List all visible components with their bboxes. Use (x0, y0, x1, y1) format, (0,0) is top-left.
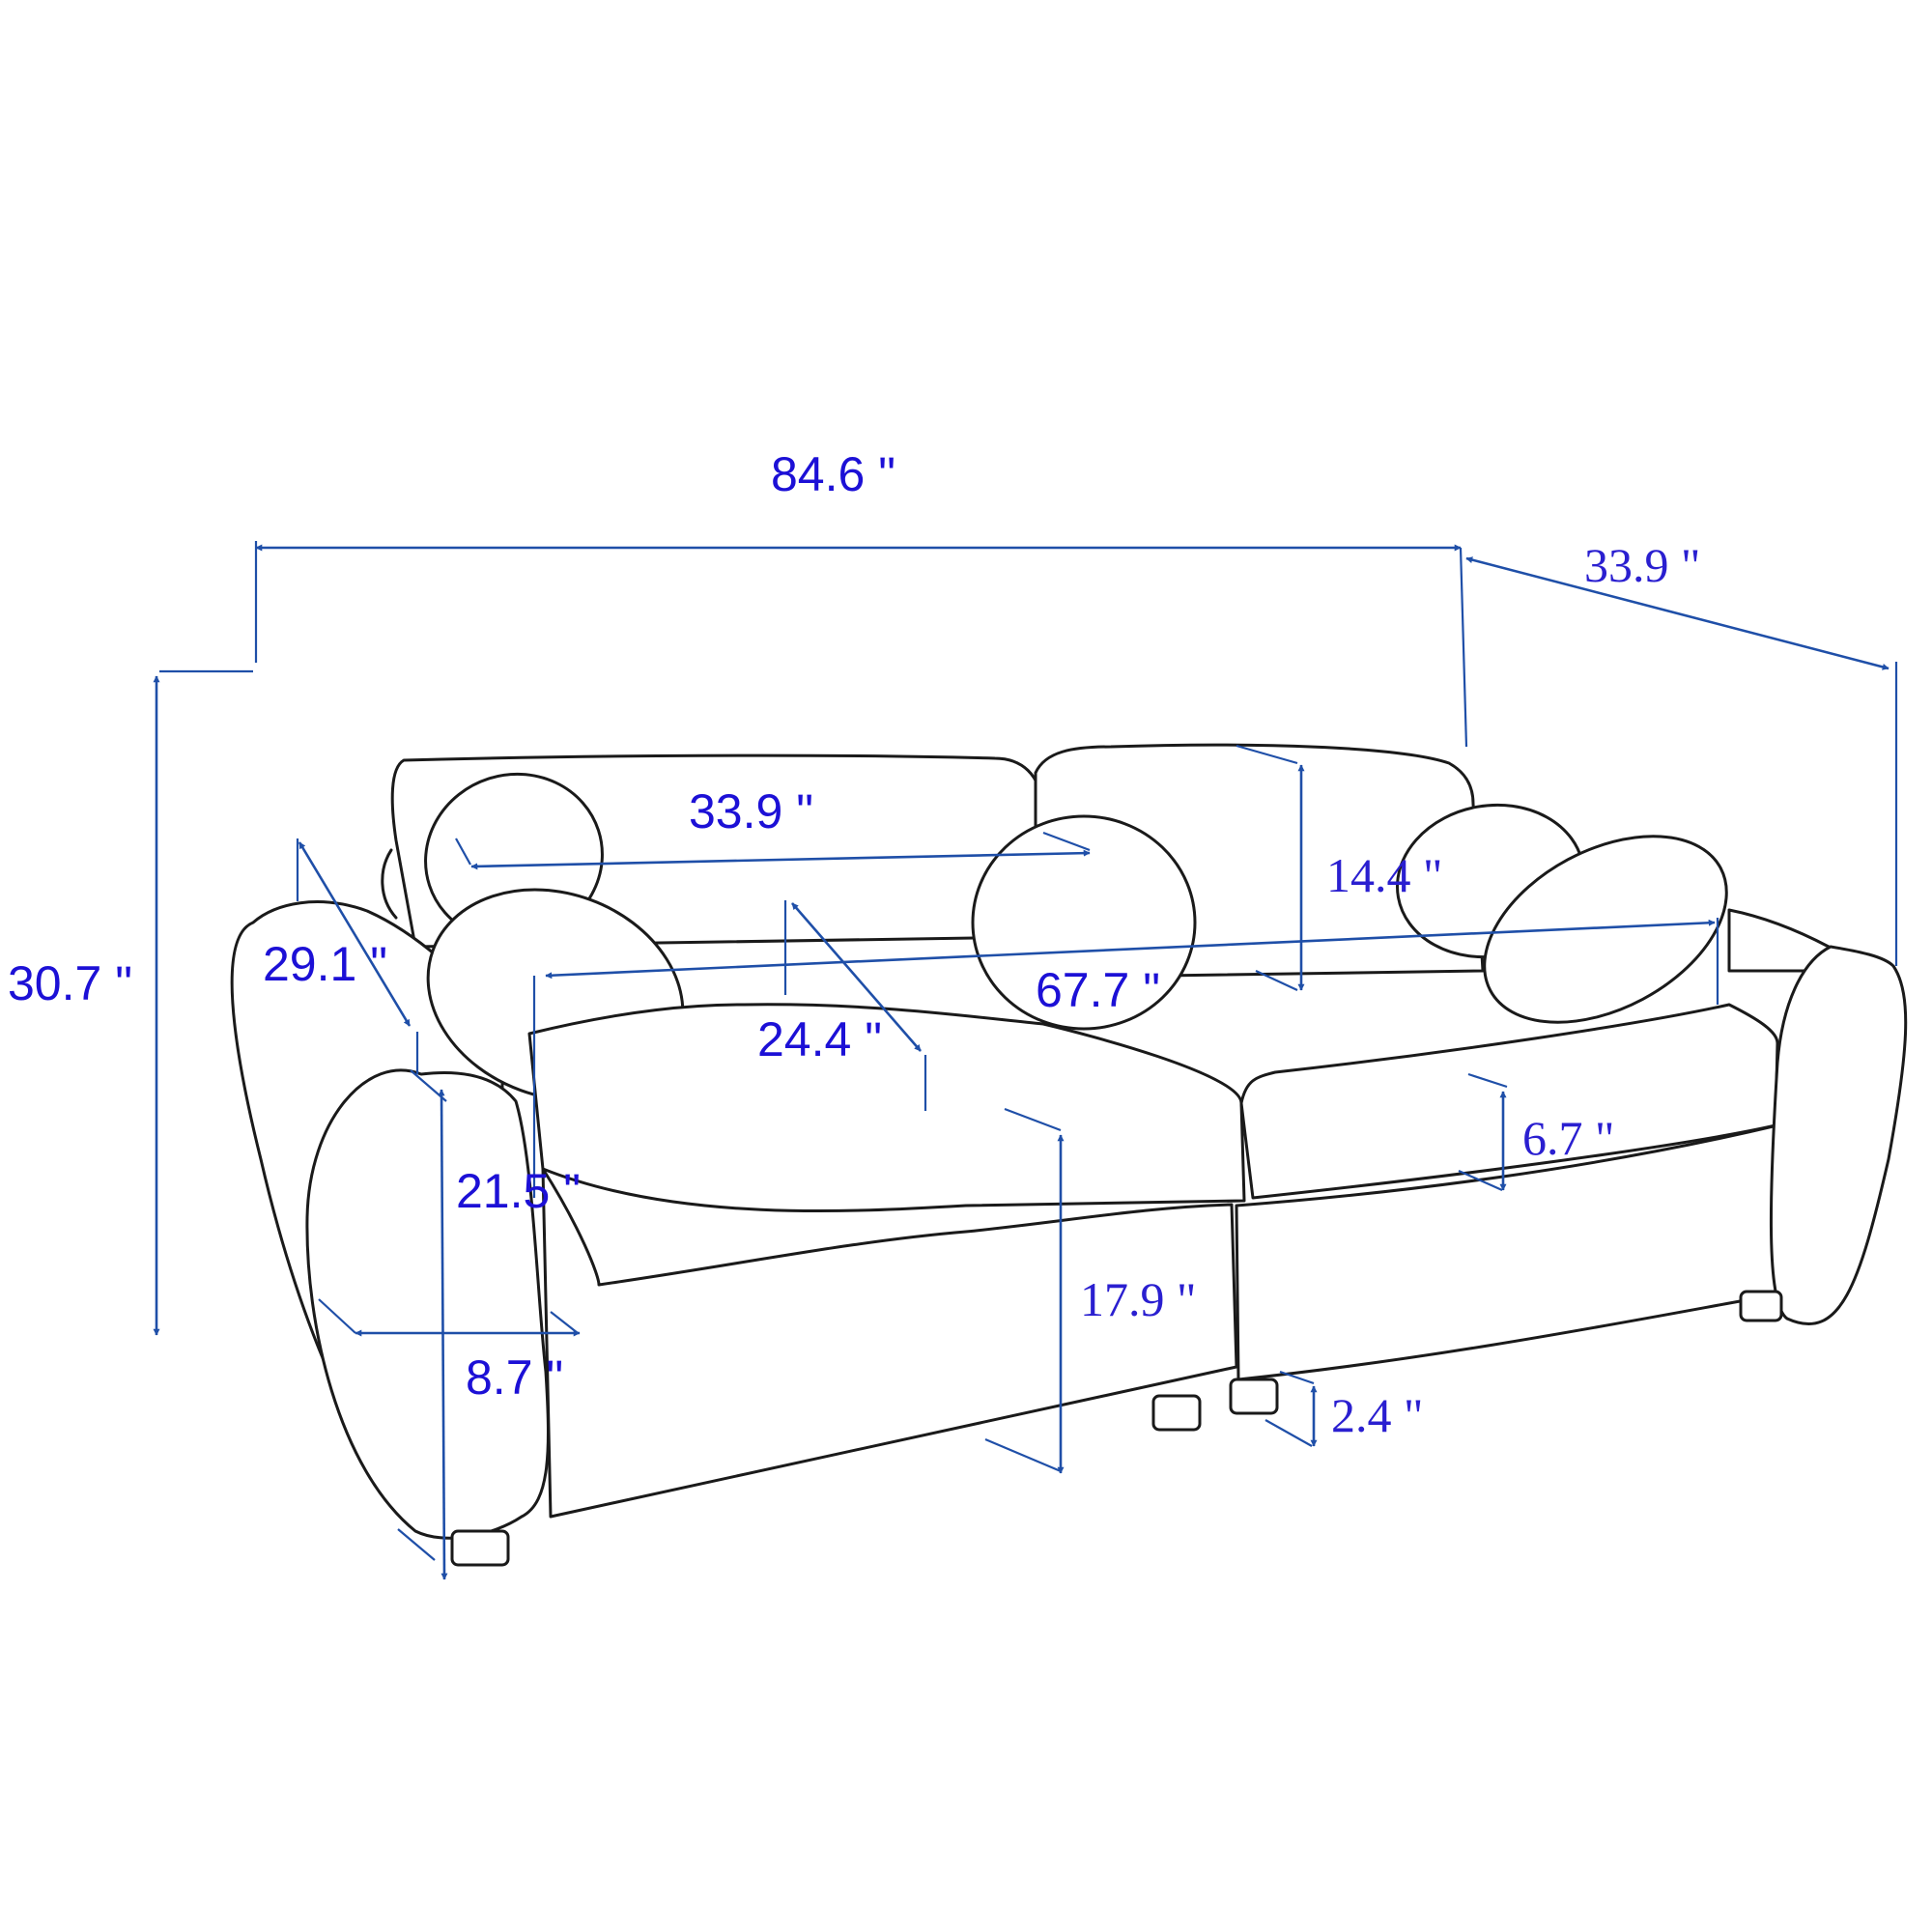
dimension-lines (153, 541, 1898, 1580)
label-arm-length: 29.1 " (263, 937, 387, 991)
label-seat-depth: 24.4 " (757, 1012, 882, 1066)
arm-right-outer (1769, 945, 1908, 1325)
label-back-cushion-height: 14.4 " (1326, 848, 1442, 902)
label-cushion-thickness: 6.7 " (1522, 1111, 1614, 1165)
label-back-cushion-width: 33.9 " (689, 784, 813, 838)
dim-line-overall-depth (1465, 556, 1889, 670)
sofa-outline (230, 743, 1908, 1567)
label-arm-height: 21.5 " (456, 1164, 581, 1218)
leg-front-mid (1151, 1394, 1202, 1432)
label-overall-width: 84.6 " (771, 447, 895, 501)
leg-front-right (1739, 1290, 1783, 1322)
label-seat-height: 17.9 " (1080, 1272, 1196, 1326)
dim-line-arm-length (298, 841, 412, 1027)
label-overall-depth: 33.9 " (1584, 538, 1700, 592)
back-frame-left (381, 848, 398, 920)
arm-left-front (305, 1068, 550, 1540)
label-overall-height: 30.7 " (8, 956, 132, 1010)
dim-line-seat-depth (791, 902, 922, 1052)
seat-base-left (541, 1167, 1238, 1519)
leg-front-left (450, 1529, 510, 1567)
leg-front-center (1229, 1378, 1279, 1415)
seat-cushion-left (527, 1003, 1246, 1213)
seat-cushion-right (1239, 1003, 1779, 1200)
dimension-labels: 84.6 " 33.9 " 30.7 " 29.1 " 33.9 " 14.4 … (8, 447, 1700, 1442)
label-leg-height: 2.4 " (1331, 1388, 1423, 1442)
label-arm-width: 8.7 " (466, 1350, 563, 1405)
label-seat-width: 67.7 " (1036, 963, 1160, 1017)
dim-line-seat-width (545, 919, 1716, 980)
dim-line-back-cushion-width (470, 849, 1091, 870)
